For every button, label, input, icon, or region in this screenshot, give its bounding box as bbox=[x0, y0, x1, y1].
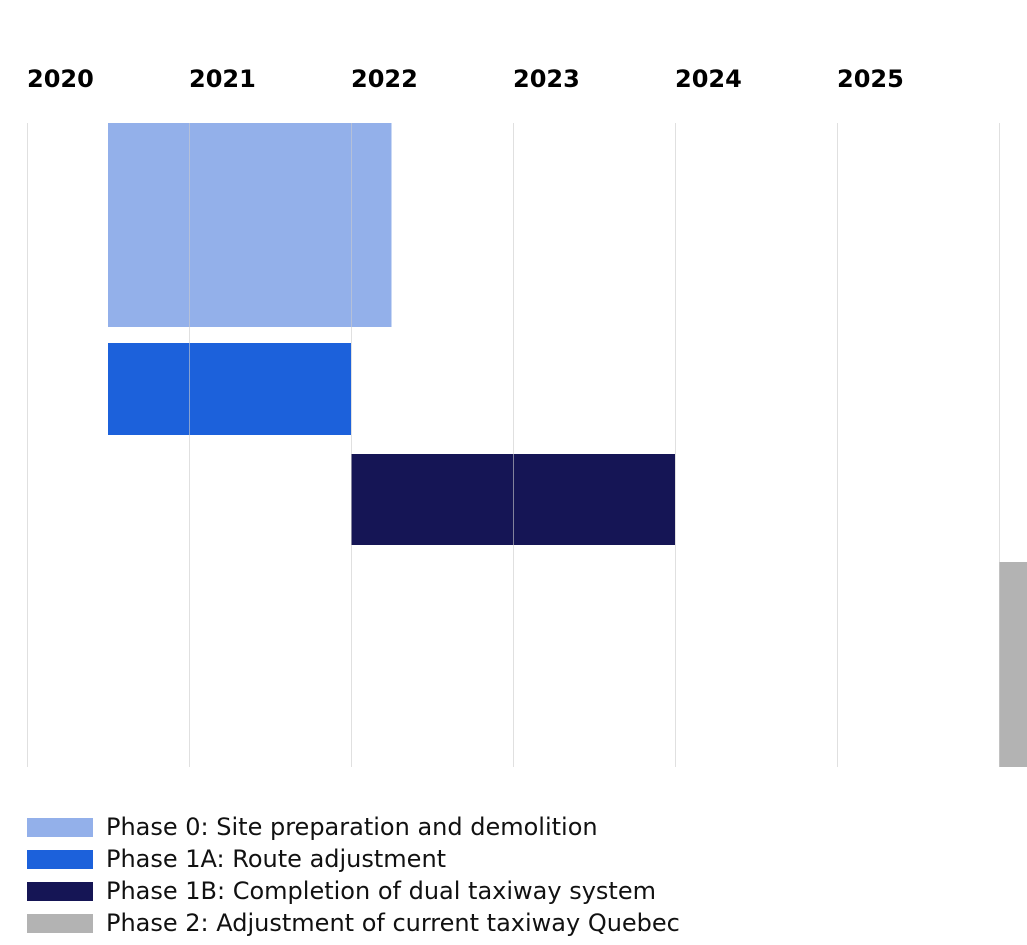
year-labels: 2020 2021 2022 2023 2024 2025 bbox=[27, 65, 904, 93]
legend-label-phase-0: Phase 0: Site preparation and demolition bbox=[106, 813, 598, 841]
legend-swatch-phase-0 bbox=[27, 817, 93, 837]
legend-item-phase-0: Phase 0: Site preparation and demolition bbox=[27, 811, 680, 843]
legend-item-phase-2: Phase 2: Adjustment of current taxiway Q… bbox=[27, 907, 680, 939]
gantt-chart: 2020 2021 2022 2023 2024 2025 bbox=[27, 65, 1027, 767]
year-label-2025: 2025 bbox=[837, 65, 904, 93]
legend-swatch-phase-2 bbox=[27, 913, 93, 933]
legend-label-phase-2: Phase 2: Adjustment of current taxiway Q… bbox=[106, 909, 680, 937]
bar-phase-1a bbox=[108, 343, 351, 435]
year-label-2023: 2023 bbox=[513, 65, 580, 93]
year-label-2020: 2020 bbox=[27, 65, 94, 93]
bar-phase-0 bbox=[108, 123, 392, 327]
year-label-2022: 2022 bbox=[351, 65, 418, 93]
phase-bars bbox=[108, 123, 1027, 767]
gridlines bbox=[27, 123, 1000, 767]
year-label-2024: 2024 bbox=[675, 65, 742, 93]
legend-item-phase-1b: Phase 1B: Completion of dual taxiway sys… bbox=[27, 875, 680, 907]
legend: Phase 0: Site preparation and demolition… bbox=[27, 811, 680, 939]
year-label-2021: 2021 bbox=[189, 65, 256, 93]
legend-swatch-phase-1b bbox=[27, 881, 93, 901]
bar-phase-2 bbox=[999, 562, 1027, 767]
legend-label-phase-1b: Phase 1B: Completion of dual taxiway sys… bbox=[106, 877, 656, 905]
legend-swatch-phase-1a bbox=[27, 849, 93, 869]
legend-item-phase-1a: Phase 1A: Route adjustment bbox=[27, 843, 680, 875]
legend-label-phase-1a: Phase 1A: Route adjustment bbox=[106, 845, 447, 873]
